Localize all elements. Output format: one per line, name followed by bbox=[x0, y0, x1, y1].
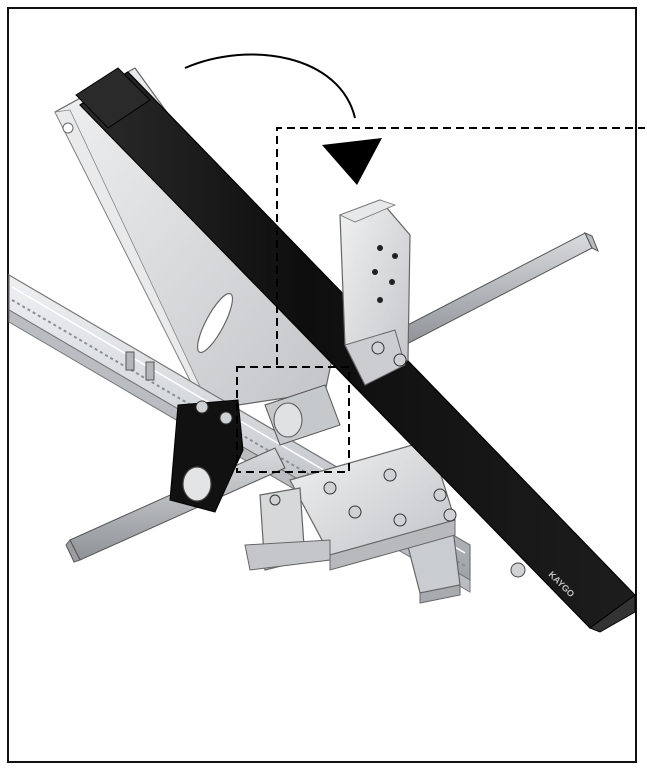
dashed-callout-box bbox=[236, 127, 645, 473]
rail-pegs bbox=[125, 351, 155, 381]
upper-bracket bbox=[338, 199, 411, 386]
bolt-group bbox=[269, 468, 457, 527]
curved-arrow-icon bbox=[184, 53, 382, 185]
bolt-icon bbox=[393, 513, 407, 527]
bolt-icon bbox=[323, 481, 337, 495]
bolt-icon bbox=[383, 468, 397, 482]
triangular-mount-plate bbox=[54, 67, 336, 411]
slot-hole-icon bbox=[196, 292, 234, 354]
hex-shaft-back bbox=[397, 232, 599, 346]
tube-end-cap bbox=[75, 67, 151, 129]
roller-cylinder bbox=[264, 384, 341, 446]
shaft-clamp bbox=[169, 399, 244, 513]
bolt-icon bbox=[269, 494, 281, 506]
pivot-hole-icon bbox=[62, 122, 74, 134]
bolt-icon bbox=[371, 341, 385, 355]
bolt-icon bbox=[393, 353, 407, 367]
bracket-holes bbox=[372, 245, 398, 303]
bolt-icon bbox=[195, 400, 209, 414]
tube-wheel-icon bbox=[510, 562, 526, 578]
bolt-icon bbox=[348, 505, 362, 519]
lower-bracket bbox=[244, 439, 457, 571]
bolt-icon bbox=[219, 411, 233, 425]
bolt-icon bbox=[433, 488, 447, 502]
bolt-icon bbox=[443, 508, 457, 522]
clamp-bore-icon bbox=[182, 466, 212, 502]
